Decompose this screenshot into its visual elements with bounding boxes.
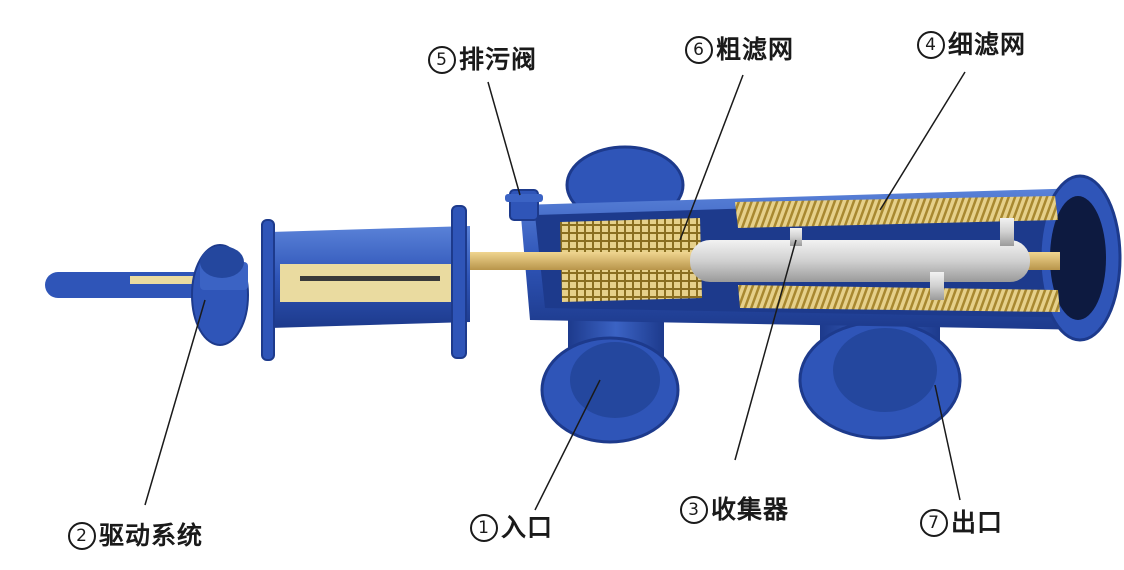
label-number: 1 [470, 514, 498, 542]
fine-screen [735, 196, 1058, 228]
collector [690, 240, 1030, 282]
leader-lines [144, 71, 966, 511]
label-number: 5 [428, 46, 456, 74]
label-number: 3 [680, 496, 708, 524]
label-number: 7 [920, 509, 948, 537]
middle-flange [451, 205, 467, 359]
label-number: 2 [68, 522, 96, 550]
label-number: 6 [685, 36, 713, 64]
left-flange [261, 219, 275, 361]
label-number: 4 [917, 31, 945, 59]
drive-system [45, 244, 249, 346]
drain-valve [505, 189, 543, 221]
